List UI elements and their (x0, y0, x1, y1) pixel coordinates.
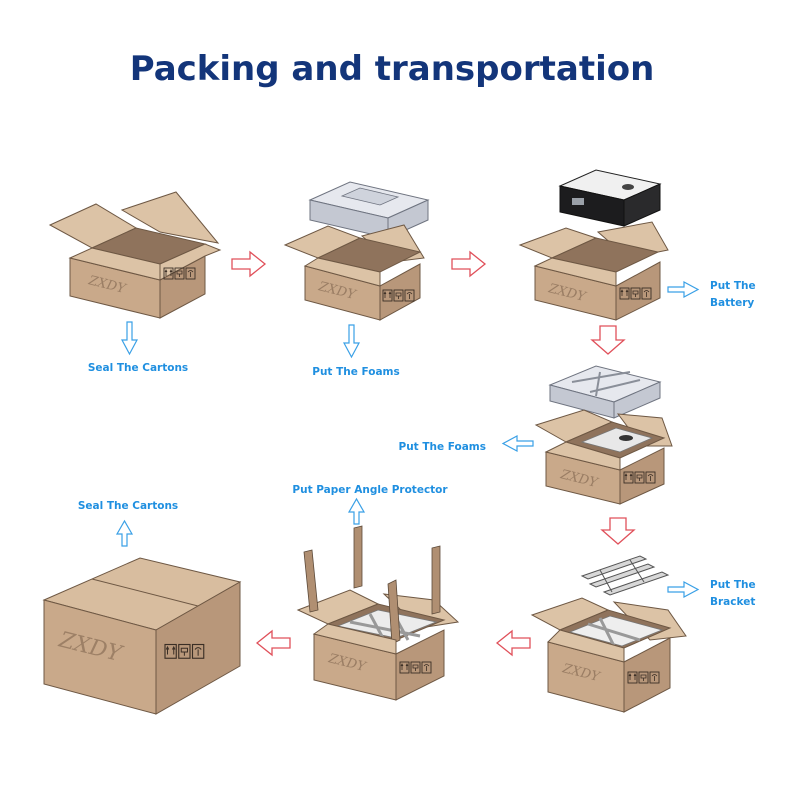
carton-step-2: ZXDY (283, 181, 430, 321)
step-1-label: Seal The Cartons (88, 362, 188, 374)
arrow-left-icon (501, 434, 534, 453)
step-3-label-line1: Put The (710, 280, 756, 292)
carton-step-5: ZXDY (530, 555, 687, 713)
carton-step-4: ZXDY (534, 365, 673, 505)
step-2-label: Put The Foams (312, 366, 400, 378)
step-6-label: Put Paper Angle Protector (292, 484, 448, 496)
arrow-right-icon (667, 280, 700, 299)
arrow-down-icon (342, 324, 361, 359)
page-title: Packing and transportation (130, 49, 655, 89)
carton-step-3: ZXDY (518, 169, 669, 321)
carton-step-6: ZXDY (296, 525, 460, 701)
step-5-label-line1: Put The (710, 579, 756, 591)
arrow-down-icon (120, 321, 139, 356)
carton-step-1: ZXDY (48, 191, 222, 319)
arrow-right-icon (451, 250, 487, 278)
arrow-down-icon (590, 325, 626, 355)
arrow-left-icon (255, 629, 291, 657)
angle-protector-icon (303, 525, 441, 645)
step-4-label: Put The Foams (399, 441, 487, 453)
step-7-label: Seal The Cartons (78, 500, 178, 512)
arrow-up-icon (115, 519, 134, 547)
arrow-left-icon (495, 629, 531, 657)
step-5-label-line2: Bracket (710, 596, 755, 608)
arrow-right-icon (231, 250, 267, 278)
arrow-down-icon (600, 517, 636, 545)
step-3-label-line2: Battery (710, 297, 754, 309)
carton-step-7-sealed: ZXDY (42, 557, 242, 715)
bracket-icon (580, 555, 670, 596)
arrow-up-icon (347, 497, 366, 525)
arrow-right-icon (667, 580, 700, 599)
